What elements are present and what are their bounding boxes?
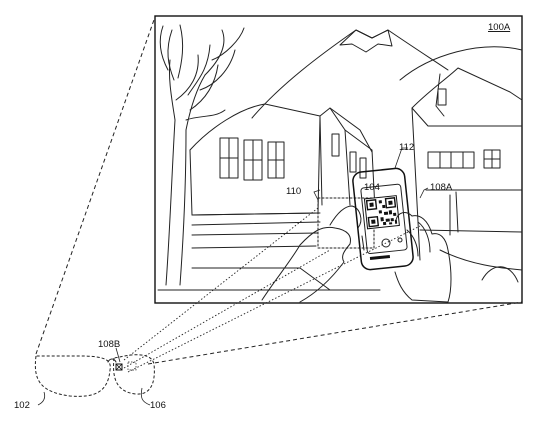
mountain-snowcap	[339, 29, 393, 53]
label-104: 104	[364, 182, 380, 193]
view-cone	[35, 16, 523, 365]
bridge	[107, 358, 117, 363]
label-102: 102	[14, 400, 30, 411]
tree	[159, 24, 245, 286]
right-lens	[113, 354, 155, 395]
left-hand	[261, 226, 351, 303]
label-110: 110	[286, 186, 301, 197]
scene-frame	[154, 15, 523, 304]
label-108B: 108B	[98, 339, 120, 350]
gaze-indicator	[127, 361, 137, 371]
left-house	[189, 103, 376, 216]
label-106: 106	[150, 400, 166, 411]
right-hand	[394, 212, 452, 303]
scene-illustration	[157, 24, 523, 303]
glasses	[34, 354, 155, 397]
label-108A: 108A	[430, 182, 453, 193]
qr-code	[363, 195, 400, 230]
leader-lines	[37, 147, 429, 406]
left-lens	[34, 355, 111, 397]
label-112: 112	[399, 142, 414, 153]
label-100A: 100A	[488, 22, 511, 33]
phone	[352, 167, 414, 271]
hill-right	[399, 46, 523, 81]
right-house	[411, 67, 523, 283]
gaze-rays	[123, 207, 421, 373]
